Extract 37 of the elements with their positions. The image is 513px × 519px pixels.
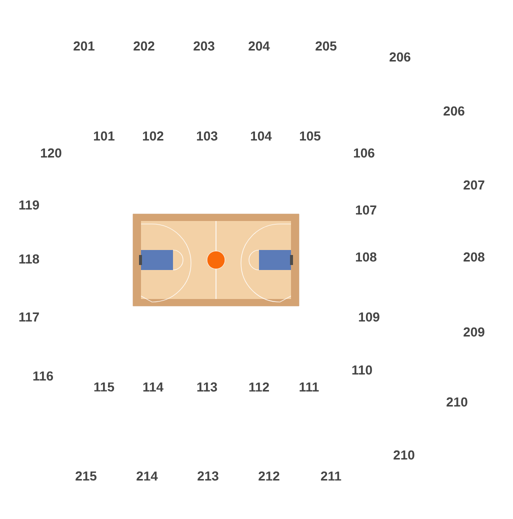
section-number: 109 xyxy=(358,312,380,322)
section-number: 214 xyxy=(136,471,158,481)
section-number: 110 xyxy=(352,365,372,375)
section-number: 106 xyxy=(354,148,374,158)
section-number: 212 xyxy=(258,471,280,481)
section-number: 213 xyxy=(198,471,218,481)
section-number: 203 xyxy=(194,41,214,51)
section-number: 119 xyxy=(19,200,39,210)
section-number: 104 xyxy=(250,131,272,141)
section-number: 116 xyxy=(33,371,54,381)
section-number: 102 xyxy=(142,131,164,141)
section-number: 206 xyxy=(444,106,464,116)
section-number: 210 xyxy=(394,450,414,460)
section-number: 202 xyxy=(134,41,154,51)
section-number: 204 xyxy=(248,41,270,51)
section-number: 120 xyxy=(40,148,62,158)
section-number: 113 xyxy=(197,382,217,392)
section-number: 207 xyxy=(464,180,484,190)
section-number: 205 xyxy=(316,41,336,51)
section-number: 112 xyxy=(249,382,269,392)
section-number: 105 xyxy=(300,131,320,141)
section-number: 117 xyxy=(19,312,39,322)
section-number: 215 xyxy=(76,471,96,481)
section-number: 115 xyxy=(94,382,114,392)
section-number: 114 xyxy=(143,382,164,392)
section-number: 111 xyxy=(300,382,319,392)
section-number: 211 xyxy=(320,471,342,481)
section-number: 107 xyxy=(356,205,376,215)
section-number: 201 xyxy=(74,41,94,51)
section-number: 210 xyxy=(446,397,468,407)
section-number: 208 xyxy=(464,252,484,262)
section-number: 108 xyxy=(356,252,376,262)
section-number: 206 xyxy=(390,52,410,62)
section-number: 101 xyxy=(94,131,114,141)
section-number: 103 xyxy=(196,131,218,141)
section-number: 209 xyxy=(464,327,484,337)
section-number: 118 xyxy=(19,254,40,264)
